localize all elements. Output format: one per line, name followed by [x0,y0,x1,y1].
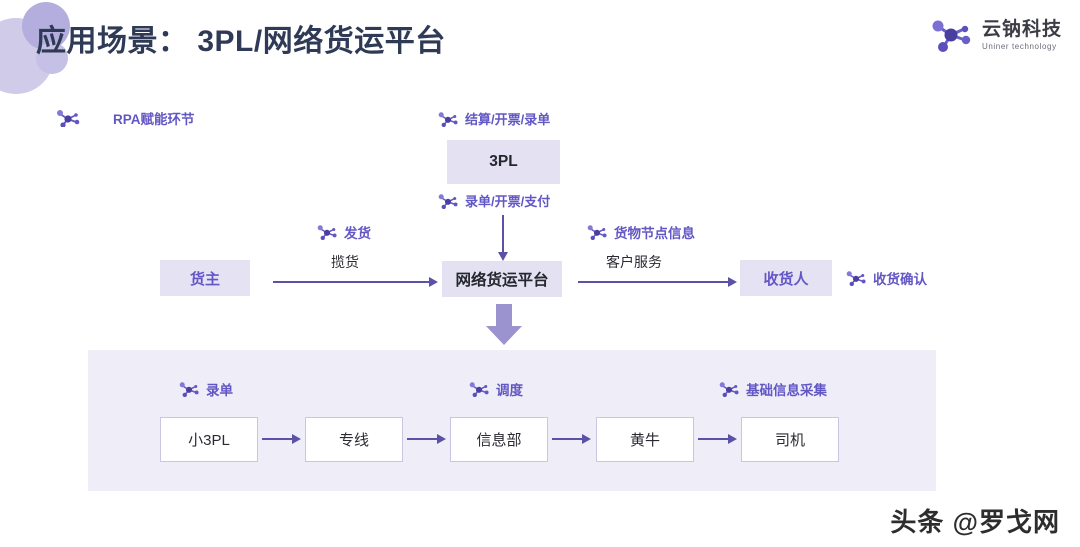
legend-rpa: RPA赋能环节 [55,108,195,128]
arrow-3pl-to-platform-line [502,215,504,255]
node-consignee[interactable]: 收货人 [740,260,832,296]
tag-shipping: 发货 [316,222,371,242]
logo-text-block: 云钠科技 Uniner technology [982,20,1062,51]
tag-cargo-node-info: 货物节点信息 [586,222,695,242]
logo-name-cn: 云钠科技 [981,18,1062,40]
node-consignee-label: 收货人 [763,270,809,288]
tag-dispatch: 调度 [468,379,523,399]
tag-entry-payment-label: 录单/开票/支付 [465,194,551,209]
arrow-line-to-infodept-line [407,438,439,440]
node-small-3pl-label: 小3PL [188,432,230,449]
molecule-logo-icon [928,18,974,52]
tag-order-entry: 录单 [178,379,233,399]
tag-shipping-label: 发货 [344,226,371,241]
node-small-3pl[interactable]: 小3PL [160,417,258,462]
node-broker-label: 黄牛 [629,432,660,449]
node-3pl-label: 3PL [489,153,518,170]
tag-receipt-confirmation-label: 收货确认 [873,272,927,287]
block-down-arrow-icon [484,304,524,346]
molecule-icon [178,381,200,397]
decorative-circle-small [36,42,68,74]
molecule-icon [845,270,867,286]
node-platform-label: 网络货运平台 [455,272,549,289]
molecule-icon [316,224,338,240]
node-driver[interactable]: 司机 [741,417,839,462]
edge-label-pickup: 揽货 [331,254,359,270]
node-shipper[interactable]: 货主 [160,260,250,296]
tag-receipt-confirmation: 收货确认 [845,268,927,288]
arrow-small3pl-to-line-line [262,438,294,440]
legend-rpa-label: RPA赋能环节 [113,112,195,127]
arrow-shipper-to-platform-head [429,277,438,287]
arrow-platform-to-consignee-line [578,281,730,283]
molecule-icon [55,109,81,127]
logo-name-en: Uniner technology [981,41,1057,51]
arrow-broker-to-driver-line [698,438,730,440]
arrow-platform-to-consignee-head [728,277,737,287]
tag-settlement: 结算/开票/录单 [437,109,550,128]
molecule-icon [718,381,740,397]
molecule-icon [437,111,459,127]
node-info-dept-label: 信息部 [476,432,522,449]
tag-settlement-label: 结算/开票/录单 [465,112,551,127]
brand-logo: 云钠科技 Uniner technology [928,18,1062,52]
watermark: 头条 @罗戈网 [890,507,1060,537]
molecule-icon [468,381,490,397]
tag-dispatch-label: 调度 [496,383,523,398]
molecule-icon [586,224,608,240]
edge-label-customer-service: 客户服务 [606,254,662,270]
tag-basic-info-collection-label: 基础信息采集 [746,383,827,398]
node-dedicated-line-label: 专线 [338,432,369,449]
arrow-shipper-to-platform-line [273,281,431,283]
node-driver-label: 司机 [774,432,805,449]
arrow-infodept-to-broker-line [552,438,584,440]
node-shipper-label: 货主 [189,270,220,288]
tag-cargo-node-info-label: 货物节点信息 [614,226,695,241]
node-broker[interactable]: 黄牛 [596,417,694,462]
page-title: 应用场景： 3PL/网络货运平台 [36,25,446,58]
molecule-icon [437,193,459,209]
arrow-3pl-to-platform-head [498,252,508,261]
node-info-dept[interactable]: 信息部 [450,417,548,462]
node-3pl[interactable]: 3PL [447,140,560,184]
tag-basic-info-collection: 基础信息采集 [718,379,827,399]
node-dedicated-line[interactable]: 专线 [305,417,403,462]
arrow-line-to-infodept-head [437,434,446,444]
arrow-infodept-to-broker-head [582,434,591,444]
node-platform[interactable]: 网络货运平台 [442,261,562,297]
tag-order-entry-label: 录单 [206,383,233,398]
arrow-small3pl-to-line-head [292,434,301,444]
tag-entry-payment: 录单/开票/支付 [437,191,550,210]
arrow-broker-to-driver-head [728,434,737,444]
